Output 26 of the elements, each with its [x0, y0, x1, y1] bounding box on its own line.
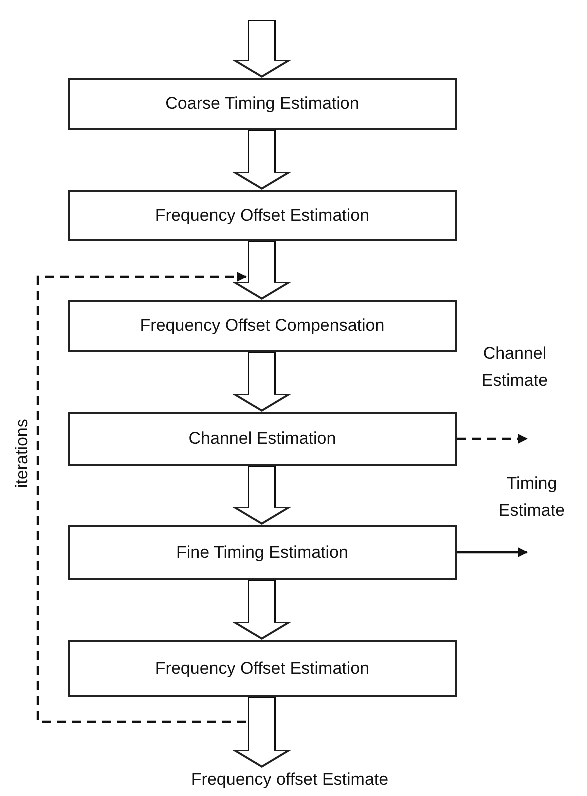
box-label: Coarse Timing Estimation — [166, 94, 360, 114]
block-arrow — [232, 241, 292, 300]
block-arrow — [232, 466, 292, 525]
edge-label: iterations — [11, 418, 32, 490]
block-arrow — [232, 20, 292, 78]
dashed-arrow — [457, 434, 528, 444]
box-label: Frequency Offset Estimation — [155, 658, 370, 678]
box-label: Frequency Offset Estimation — [155, 206, 370, 226]
box-label: Channel Estimation — [188, 429, 336, 449]
block-arrow — [232, 697, 292, 768]
arrow — [457, 548, 528, 558]
box-label: Frequency Offset Compensation — [140, 316, 385, 336]
box-label: Fine Timing Estimation — [176, 542, 348, 562]
output-label: Frequency offset Estimate — [191, 770, 389, 790]
edge-label: Timing Estimate — [498, 473, 566, 522]
block-arrow — [232, 580, 292, 640]
block-arrow — [232, 130, 292, 190]
process-box — [68, 300, 457, 352]
dashed-arrow — [36, 272, 247, 724]
process-box — [68, 640, 457, 697]
process-box — [68, 78, 457, 130]
process-box — [68, 412, 457, 466]
process-box — [68, 190, 457, 241]
process-box — [68, 525, 457, 580]
block-arrow — [232, 352, 292, 412]
edge-label: Channel Estimate — [480, 343, 550, 392]
